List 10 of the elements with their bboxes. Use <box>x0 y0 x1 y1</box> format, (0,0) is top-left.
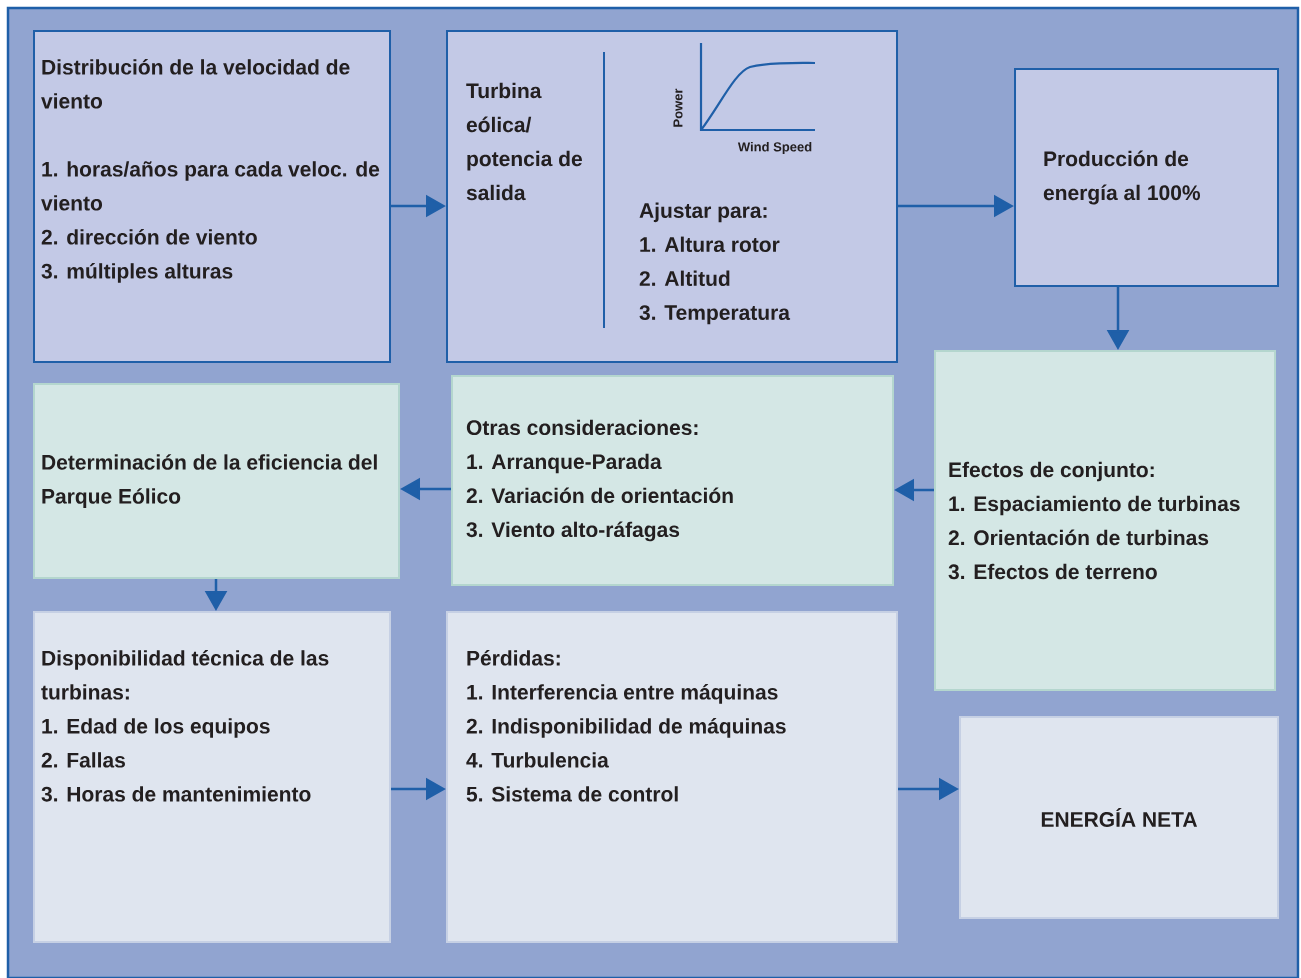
process-box: Disponibilidad técnica de las turbinas: 1. Edad de los equipos 2. Fallas 3. Horas de mantenimiento <box>33 611 391 943</box>
axis-label: Wind Speed <box>737 141 812 155</box>
process-box: Distribución de la velocidad de viento 1. horas/años para cada veloc. de viento 2. dirección de viento 3. múltiples alturas <box>33 30 391 363</box>
process-box: Otras consideraciones: 1. Arranque-Parada 2. Variación de orientación 3. Viento alto-ráfagas <box>451 375 894 586</box>
process-box: Pérdidas: 1. Interferencia entre máquinas 2. Indisponibilidad de máquinas 4. Turbulencia 5. Sistema de control <box>446 611 898 943</box>
process-box: ENERGÍA NETA <box>959 716 1279 919</box>
axis-label: Power <box>673 88 683 127</box>
process-box: Efectos de conjunto: 1. Espaciamiento de turbinas 2. Orientación de turbinas 3. Efectos de terreno <box>934 350 1276 691</box>
process-box: Producción de energía al 100% <box>1014 68 1279 287</box>
process-box: Determinación de la eficiencia del Parque Eólico <box>33 383 400 579</box>
